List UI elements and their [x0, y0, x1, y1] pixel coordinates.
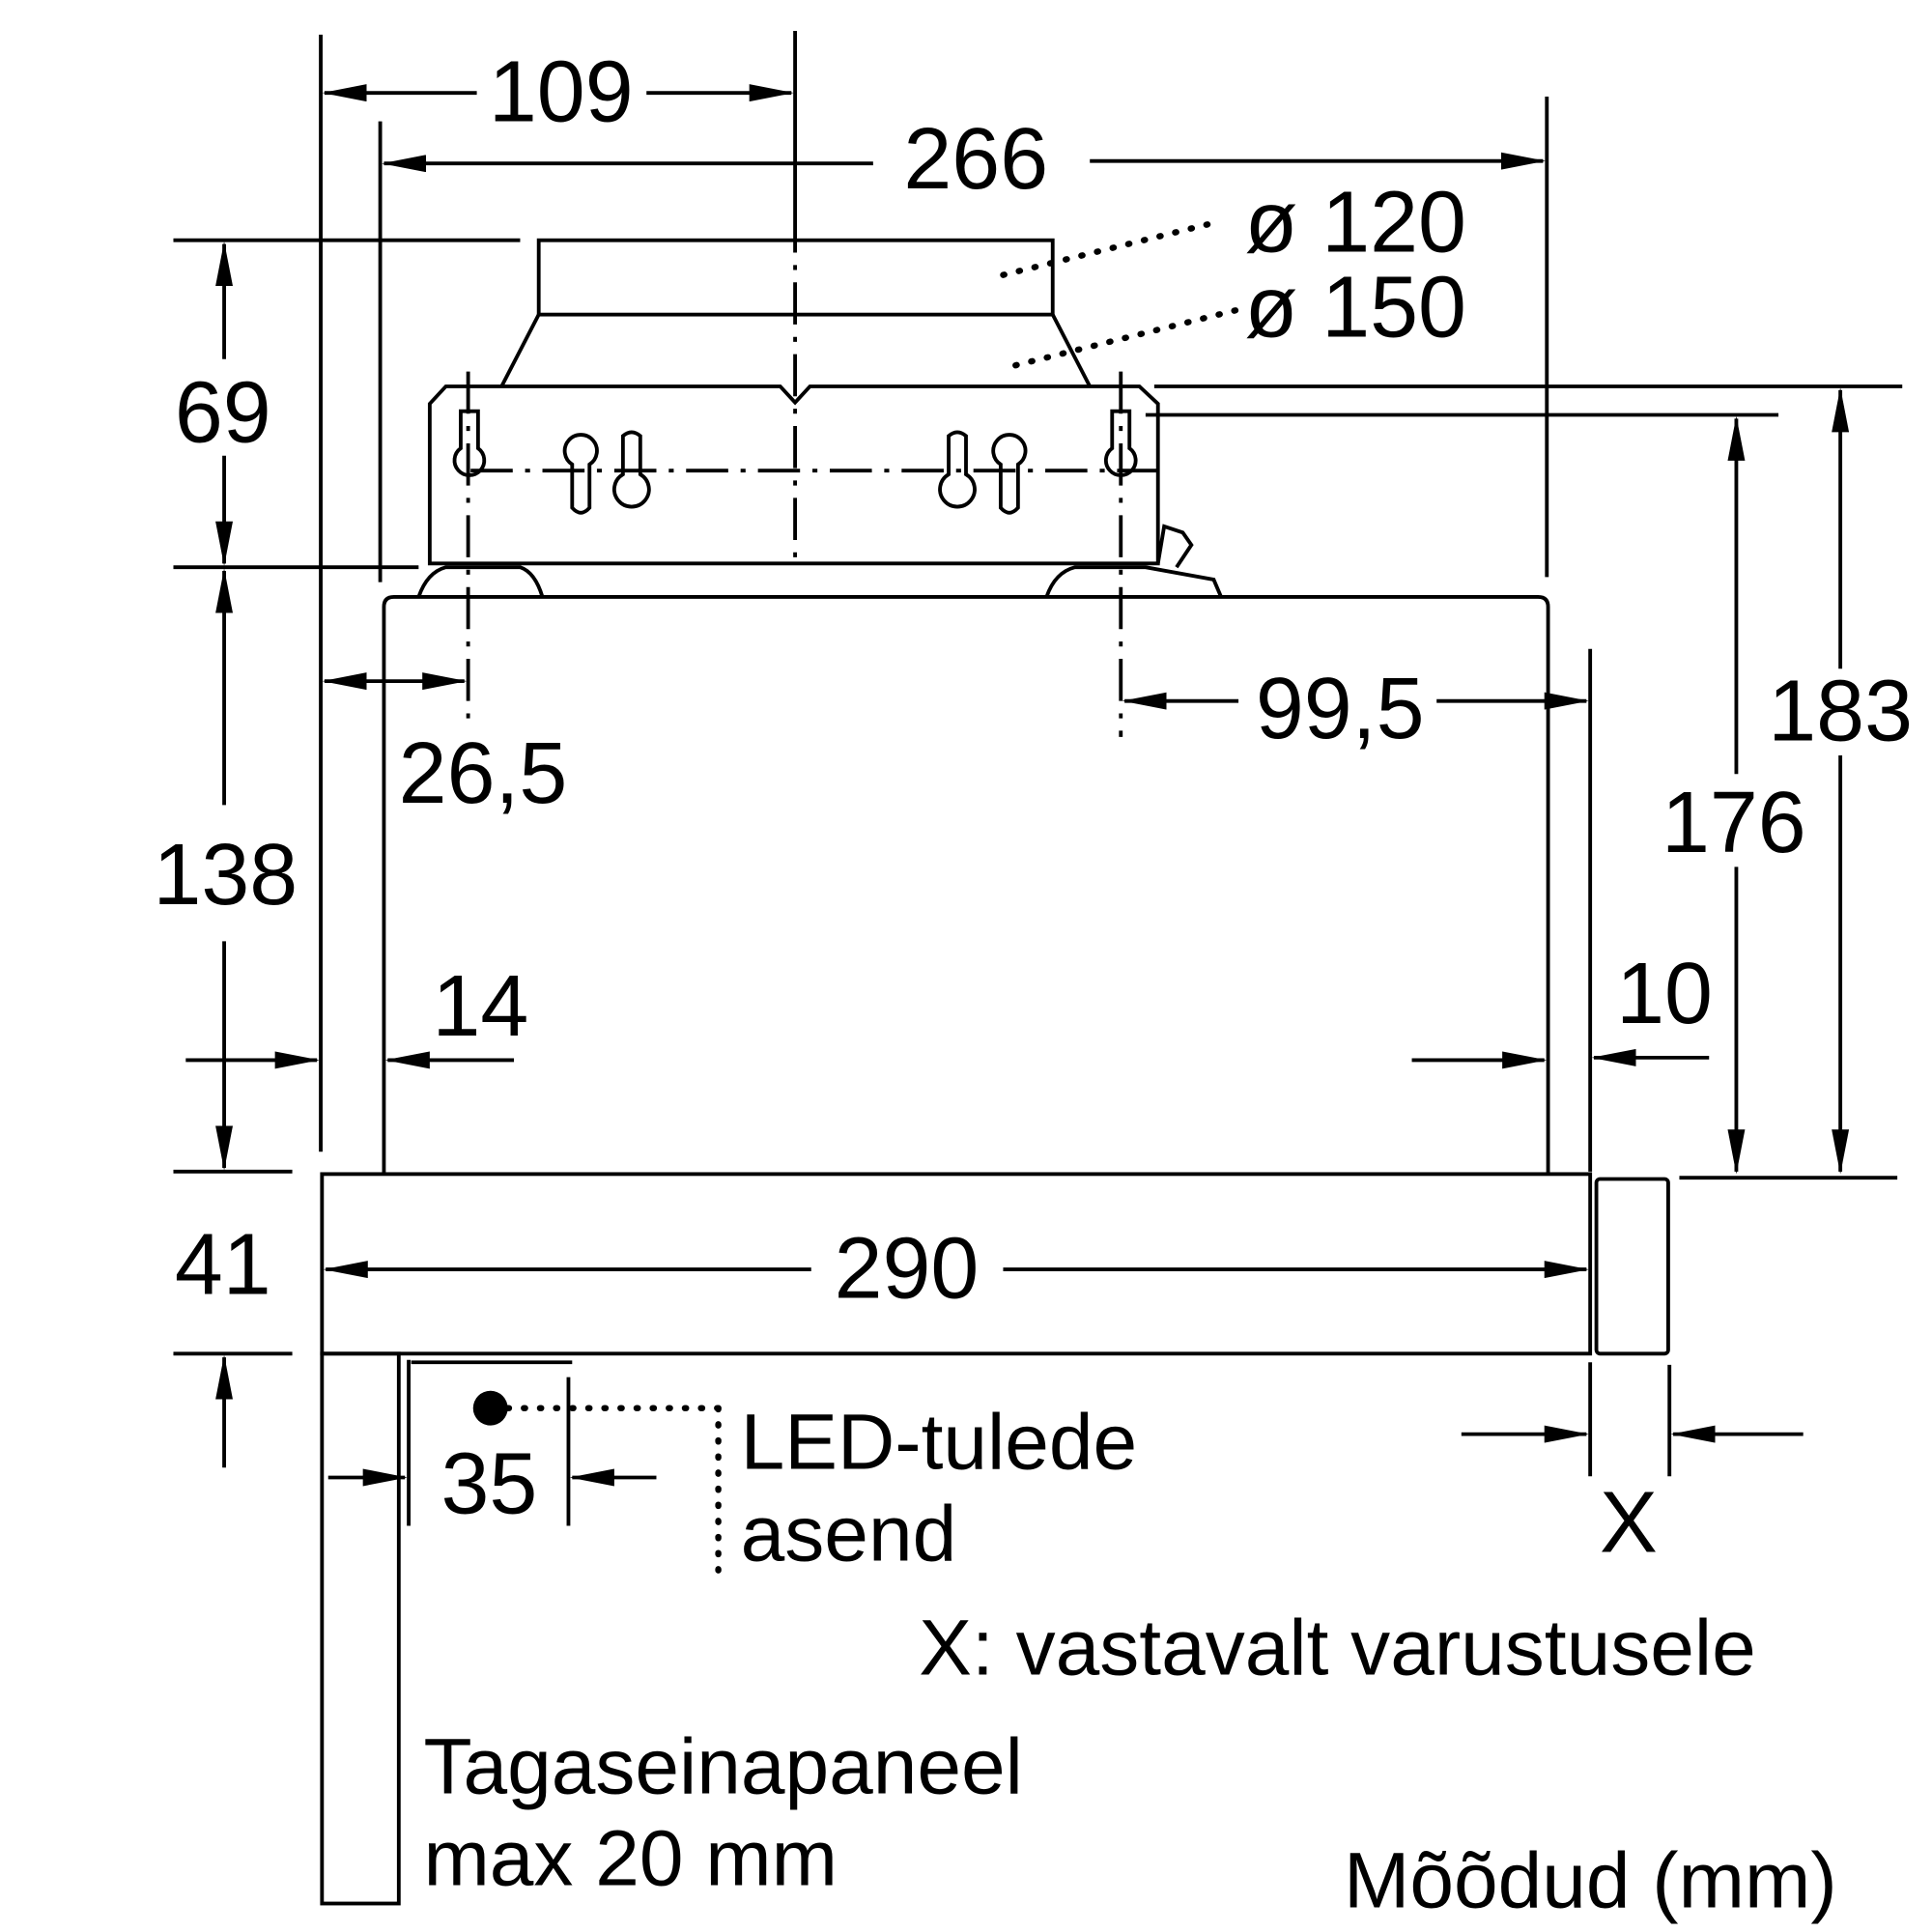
dim-diameter-150: ø 150	[1244, 260, 1465, 356]
dim-109: 109	[489, 44, 634, 141]
units-label: Mõõdud (mm)	[1344, 1836, 1837, 1924]
dim-x: X	[1600, 1474, 1658, 1571]
dim-266: 266	[903, 111, 1048, 208]
led-position-marker	[472, 1390, 508, 1426]
led-label-line2: asend	[741, 1490, 957, 1577]
notes: LED-tulede asend X: vastavalt varustusel…	[423, 1399, 1836, 1925]
dim-26-5: 26,5	[399, 725, 568, 822]
hood-body	[320, 595, 1670, 1906]
dim-10: 10	[1616, 946, 1713, 1042]
dim-35: 35	[441, 1436, 538, 1533]
led-label-line1: LED-tulede	[741, 1399, 1137, 1487]
panel-label-line1: Tagaseinapaneel	[423, 1722, 1022, 1810]
dim-176: 176	[1662, 775, 1806, 871]
dim-183: 183	[1768, 664, 1913, 760]
dim-290: 290	[835, 1221, 980, 1318]
dim-41: 41	[175, 1217, 271, 1314]
extension-lines	[173, 31, 1903, 1526]
dim-99-5: 99,5	[1256, 661, 1425, 757]
dimension-arrows	[185, 84, 1850, 1487]
dim-diameter-120: ø 120	[1244, 174, 1465, 270]
panel-label-line2: max 20 mm	[423, 1814, 838, 1902]
leader-lines	[472, 219, 1242, 1582]
dim-138: 138	[153, 827, 298, 923]
blower-housing	[416, 238, 1223, 598]
dim-14: 14	[433, 958, 529, 1055]
x-note: X: vastavalt varustusele	[919, 1604, 1755, 1691]
center-lines	[466, 210, 1158, 737]
dim-69: 69	[175, 365, 271, 462]
dimension-labels: 109 266 ø 120 ø 150 69 138 41 26,5 99,5 …	[153, 44, 1913, 1572]
